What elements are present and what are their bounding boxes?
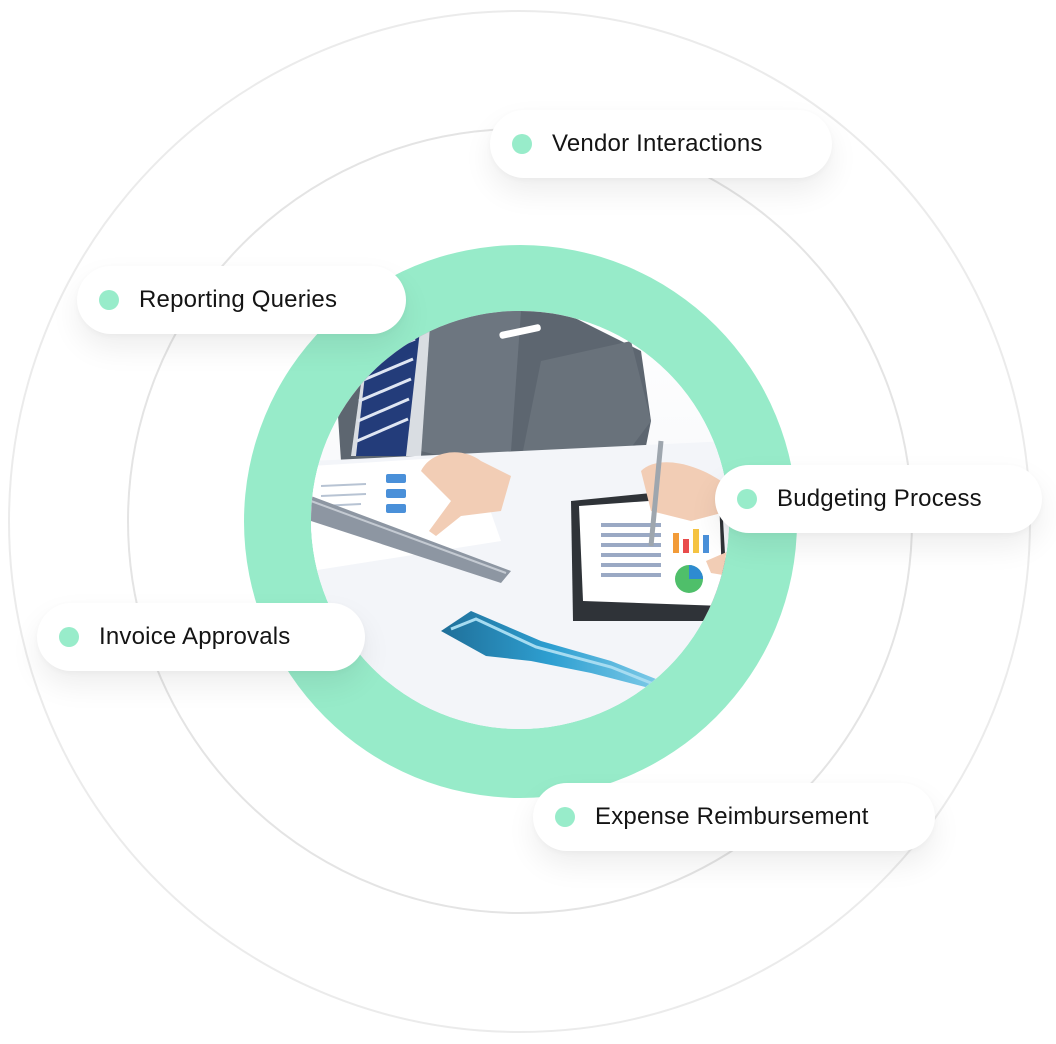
label-text: Expense Reimbursement (595, 803, 869, 830)
label-text: Invoice Approvals (99, 623, 291, 650)
label-text: Reporting Queries (139, 286, 338, 313)
label-text: Budgeting Process (777, 485, 982, 512)
label-pill-budgeting-process: Budgeting Process (715, 465, 1042, 533)
label-text: Vendor Interactions (552, 130, 763, 157)
dot-icon (512, 134, 532, 154)
dot-icon (737, 489, 757, 509)
dot-icon (59, 627, 79, 647)
center-photo (311, 311, 729, 729)
label-pill-reporting-queries: Reporting Queries (77, 266, 406, 334)
dot-icon (555, 807, 575, 827)
label-pill-invoice-approvals: Invoice Approvals (37, 603, 365, 671)
dot-icon (99, 290, 119, 310)
label-pill-vendor-interactions: Vendor Interactions (490, 110, 832, 178)
business-meeting-illustration (311, 311, 729, 729)
label-pill-expense-reimbursement: Expense Reimbursement (533, 783, 935, 851)
